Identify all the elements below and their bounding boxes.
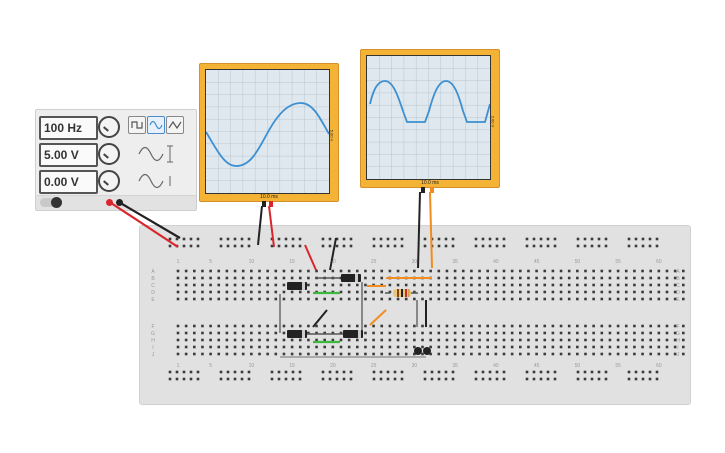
wire-black-scope-1[interactable]: [257, 205, 263, 246]
square-wave-button[interactable]: [128, 116, 146, 134]
column-number-top: 30: [412, 259, 418, 265]
amplitude-wave-icon: [138, 145, 173, 163]
column-number-top: 45: [534, 259, 540, 265]
row-letter-left: C: [151, 283, 155, 289]
wire-red-generator[interactable]: [107, 200, 179, 248]
wire-black-top[interactable]: [329, 237, 337, 271]
row-letter-left: I: [152, 345, 153, 351]
wire-black-scope-2[interactable]: [417, 191, 421, 269]
power-switch[interactable]: [40, 197, 62, 208]
scope-1-time-label: 10.0 ms: [260, 194, 278, 200]
row-letter-left: D: [151, 290, 155, 296]
triangle-wave-icon: [168, 120, 182, 130]
amplitude-knob[interactable]: [98, 143, 120, 165]
square-wave-icon: [131, 121, 143, 129]
row-letter-right: D: [676, 290, 680, 296]
row-letter-right: H: [676, 338, 680, 344]
column-number-bottom: 55: [615, 363, 621, 369]
offset-wave-icon: [138, 173, 171, 189]
column-number-bottom: 5: [209, 363, 212, 369]
column-number-bottom: 50: [575, 363, 581, 369]
column-number-top: 35: [452, 259, 458, 265]
column-number-bottom: 10: [249, 363, 255, 369]
column-number-top: 20: [330, 259, 336, 265]
dc-offset-display[interactable]: 0.00 V: [39, 170, 98, 194]
function-generator: 100 Hz 5.00 V 0.00 V: [35, 109, 197, 211]
sine-wave-button[interactable]: [147, 116, 165, 134]
scope-1-screen: [205, 69, 330, 194]
scope-1-probe-positive[interactable]: [269, 201, 273, 207]
scope-1-trace: [206, 70, 329, 193]
diode-4[interactable]: [343, 330, 363, 338]
wire-orange-scope-2[interactable]: [429, 191, 433, 269]
row-letter-left: F: [151, 324, 154, 330]
column-number-bottom: 25: [371, 363, 377, 369]
column-number-top: 40: [493, 259, 499, 265]
column-number-top: 1: [177, 259, 180, 265]
column-number-top: 60: [656, 259, 662, 265]
row-letter-left: E: [151, 297, 155, 303]
row-letter-right: I: [677, 345, 678, 351]
row-letter-right: F: [676, 324, 679, 330]
triangle-wave-button[interactable]: [166, 116, 184, 134]
column-number-top: 15: [289, 259, 295, 265]
node-right[interactable]: [423, 347, 431, 355]
oscilloscope-2[interactable]: 2.00 V 10.0 ms: [360, 49, 500, 193]
diode-3[interactable]: [287, 330, 307, 338]
column-number-top: 5: [209, 259, 212, 265]
frequency-knob[interactable]: [98, 116, 120, 138]
row-letter-left: B: [151, 276, 155, 282]
column-number-bottom: 30: [412, 363, 418, 369]
row-letter-left: H: [151, 338, 155, 344]
row-letter-left: G: [151, 331, 155, 337]
wire-orange-diag[interactable]: [369, 309, 387, 326]
dc-offset-knob[interactable]: [98, 170, 120, 192]
column-number-bottom: 35: [452, 363, 458, 369]
column-number-bottom: 15: [289, 363, 295, 369]
node-left[interactable]: [414, 347, 422, 355]
row-letter-right: B: [676, 276, 680, 282]
diode-2[interactable]: [287, 282, 307, 290]
row-letter-left: J: [152, 352, 155, 358]
column-number-bottom: 60: [656, 363, 662, 369]
row-letter-right: E: [676, 297, 680, 303]
column-number-bottom: 40: [493, 363, 499, 369]
column-number-top: 55: [615, 259, 621, 265]
row-letter-left: A: [151, 269, 155, 275]
column-number-bottom: 20: [330, 363, 336, 369]
sine-wave-icon: [149, 120, 163, 130]
column-number-top: 50: [575, 259, 581, 265]
scope-2-screen: [366, 55, 491, 180]
scope-2-trace: [367, 56, 490, 179]
row-letter-right: G: [676, 331, 680, 337]
column-number-bottom: 45: [534, 363, 540, 369]
wire-black-generator[interactable]: [116, 200, 181, 239]
row-letter-right: A: [676, 269, 680, 275]
scope-2-probe-negative[interactable]: [421, 187, 425, 193]
scope-1-probe-negative[interactable]: [262, 201, 266, 207]
column-number-top: 10: [249, 259, 255, 265]
wire-black-diag[interactable]: [312, 309, 328, 328]
frequency-display[interactable]: 100 Hz: [39, 116, 98, 140]
resistor[interactable]: [393, 289, 418, 297]
oscilloscope-1[interactable]: 5.00 V 10.0 ms: [199, 63, 339, 207]
column-number-bottom: 1: [177, 363, 180, 369]
row-letter-right: J: [677, 352, 680, 358]
column-number-top: 25: [371, 259, 377, 265]
wire-red-top[interactable]: [304, 244, 317, 271]
scope-2-probe-positive[interactable]: [430, 187, 434, 193]
amplitude-display[interactable]: 5.00 V: [39, 143, 98, 167]
wire-red-scope-1[interactable]: [268, 205, 275, 248]
scope-2-time-label: 10.0 ms: [421, 180, 439, 186]
diode-1[interactable]: [341, 274, 361, 282]
row-letter-right: C: [676, 283, 680, 289]
